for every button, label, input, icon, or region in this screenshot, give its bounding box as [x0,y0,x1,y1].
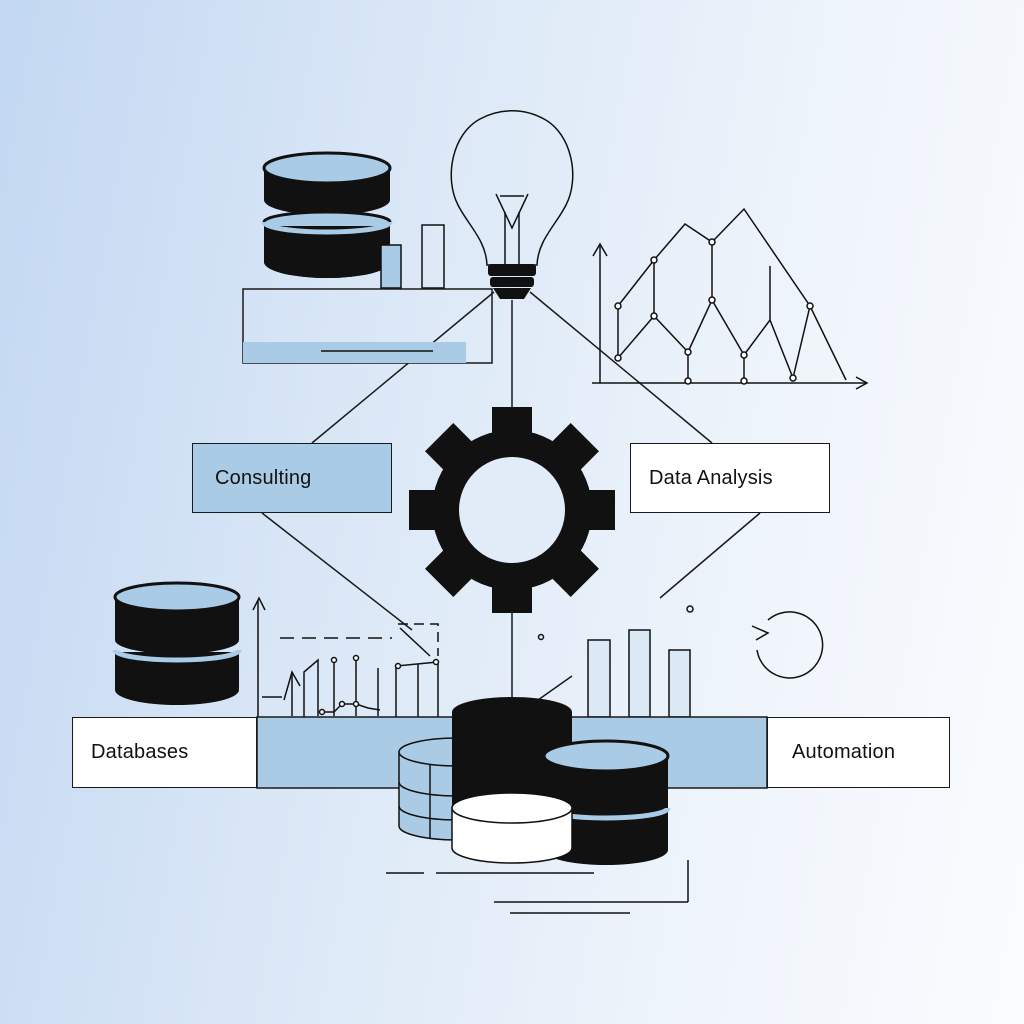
node-consulting: Consulting [192,443,392,513]
node-databases-label: Databases [91,741,189,763]
database-cluster-icon [398,697,671,865]
database-stack-icon [112,581,242,705]
node-databases: Databases [72,717,257,788]
mini-bar-chart-icon [380,224,445,289]
node-automation-label: Automation [792,741,896,763]
node-data-analysis: Data Analysis [630,443,830,513]
base-lines [386,860,689,914]
node-automation: Automation [767,717,950,788]
database-stack-icon [261,151,393,278]
shelf-panel [242,288,493,364]
gear-icon [409,407,615,613]
pie-chart-icon [751,611,824,679]
line-chart-icon [592,207,869,390]
bar-chart-icon [587,629,691,718]
decor-dots [537,605,694,641]
lightbulb-icon [450,110,574,299]
node-data-analysis-label: Data Analysis [649,466,773,489]
node-consulting-label: Consulting [215,466,312,489]
mini-line-chart-icon [252,596,440,717]
connector-lines [261,291,761,701]
